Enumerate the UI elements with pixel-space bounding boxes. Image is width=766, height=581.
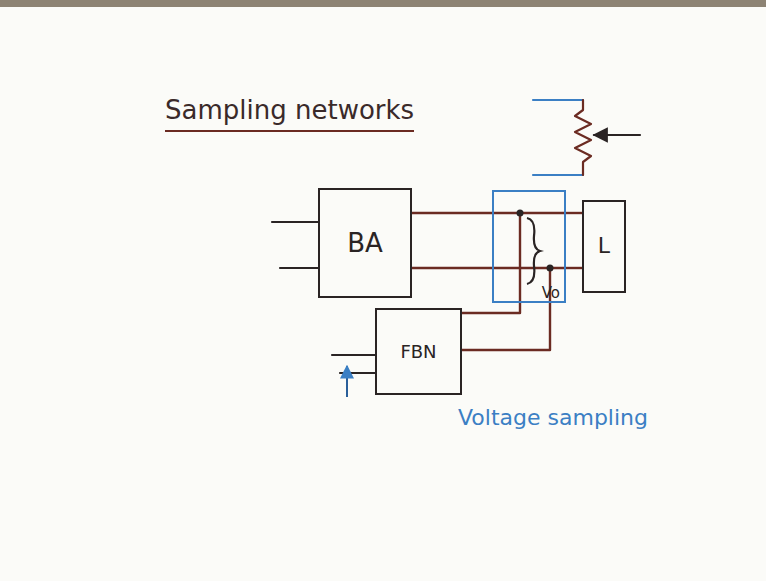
box-label: Vo [542, 285, 560, 302]
wire-pair [412, 213, 492, 268]
load-box: L [582, 200, 626, 293]
box-label: BA [347, 229, 383, 258]
wire [566, 212, 582, 214]
amplifier-box: BA [318, 188, 412, 298]
wire [462, 303, 550, 350]
sampling-box: Vo [492, 190, 566, 303]
feedback-box: FBN [375, 308, 462, 395]
box-label: L [598, 234, 610, 258]
box-label: FBN [400, 342, 436, 362]
wire [412, 267, 492, 269]
title: Sampling networks [165, 96, 414, 132]
annotation: Voltage sampling [458, 405, 648, 430]
wire [412, 212, 492, 214]
wire [462, 303, 520, 313]
wire [566, 267, 582, 269]
wire-pair [566, 213, 582, 268]
wire-pair [462, 303, 550, 350]
